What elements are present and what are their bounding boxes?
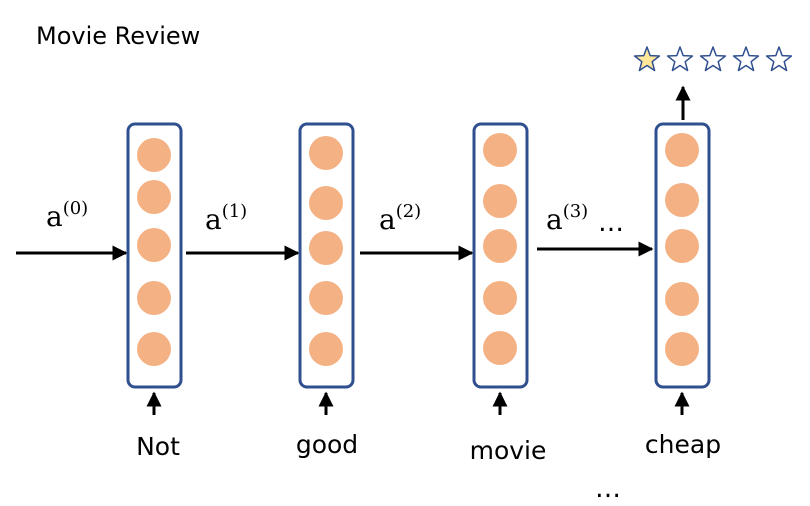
activation-label-2: a(2)	[379, 201, 422, 236]
rnn-cell-movie	[472, 122, 529, 389]
activation-superscript: (1)	[221, 201, 248, 222]
neuron	[309, 136, 343, 170]
activation-base: a	[379, 203, 396, 236]
cell-box	[472, 122, 529, 389]
rnn-cells	[126, 122, 711, 389]
activation-base: a	[205, 203, 222, 236]
neuron	[137, 180, 171, 214]
neuron	[309, 231, 343, 265]
rnn-cell-cheap	[654, 122, 711, 389]
rnn-cell-good	[298, 122, 355, 389]
diagram-title: Movie Review	[36, 22, 201, 50]
neuron	[483, 229, 517, 263]
word-movie: movie	[469, 436, 547, 465]
rnn-cell-not	[126, 122, 183, 389]
neuron	[665, 332, 699, 366]
cell-box	[298, 122, 355, 389]
neuron	[137, 332, 171, 366]
neuron	[137, 281, 171, 315]
star-empty-icon	[666, 46, 694, 72]
cell-box	[654, 122, 711, 389]
activation-superscript: (0)	[62, 198, 89, 219]
neuron	[665, 229, 699, 263]
neuron	[137, 138, 171, 172]
activation-base: a	[46, 200, 63, 233]
neuron	[483, 184, 517, 218]
neuron	[309, 332, 343, 366]
words-ellipsis: …	[595, 474, 627, 504]
word-cheap: cheap	[644, 430, 722, 459]
star-empty-icon	[699, 46, 727, 72]
star-empty-icon	[765, 46, 793, 72]
star-rating	[633, 46, 793, 72]
neuron	[483, 331, 517, 365]
activation-label-1: a(1)	[205, 201, 248, 236]
neuron	[309, 186, 343, 220]
neuron	[483, 281, 517, 315]
activation-superscript: (2)	[395, 201, 422, 222]
cell-box	[126, 122, 183, 389]
activation-base: a	[546, 203, 563, 236]
neuron	[665, 183, 699, 217]
neuron	[665, 282, 699, 316]
neuron	[309, 281, 343, 315]
star-filled-icon	[633, 46, 661, 72]
neuron	[665, 133, 699, 167]
activation-label-0: a(0)	[46, 198, 89, 233]
sequence-ellipsis: …	[598, 208, 630, 238]
neuron	[483, 133, 517, 167]
star-empty-icon	[732, 46, 760, 72]
activation-superscript: (3)	[562, 201, 589, 222]
word-not: Not	[136, 432, 180, 461]
neuron	[137, 228, 171, 262]
word-good: good	[295, 430, 359, 459]
activation-label-3: a(3)	[546, 201, 589, 236]
arrows	[16, 85, 691, 415]
